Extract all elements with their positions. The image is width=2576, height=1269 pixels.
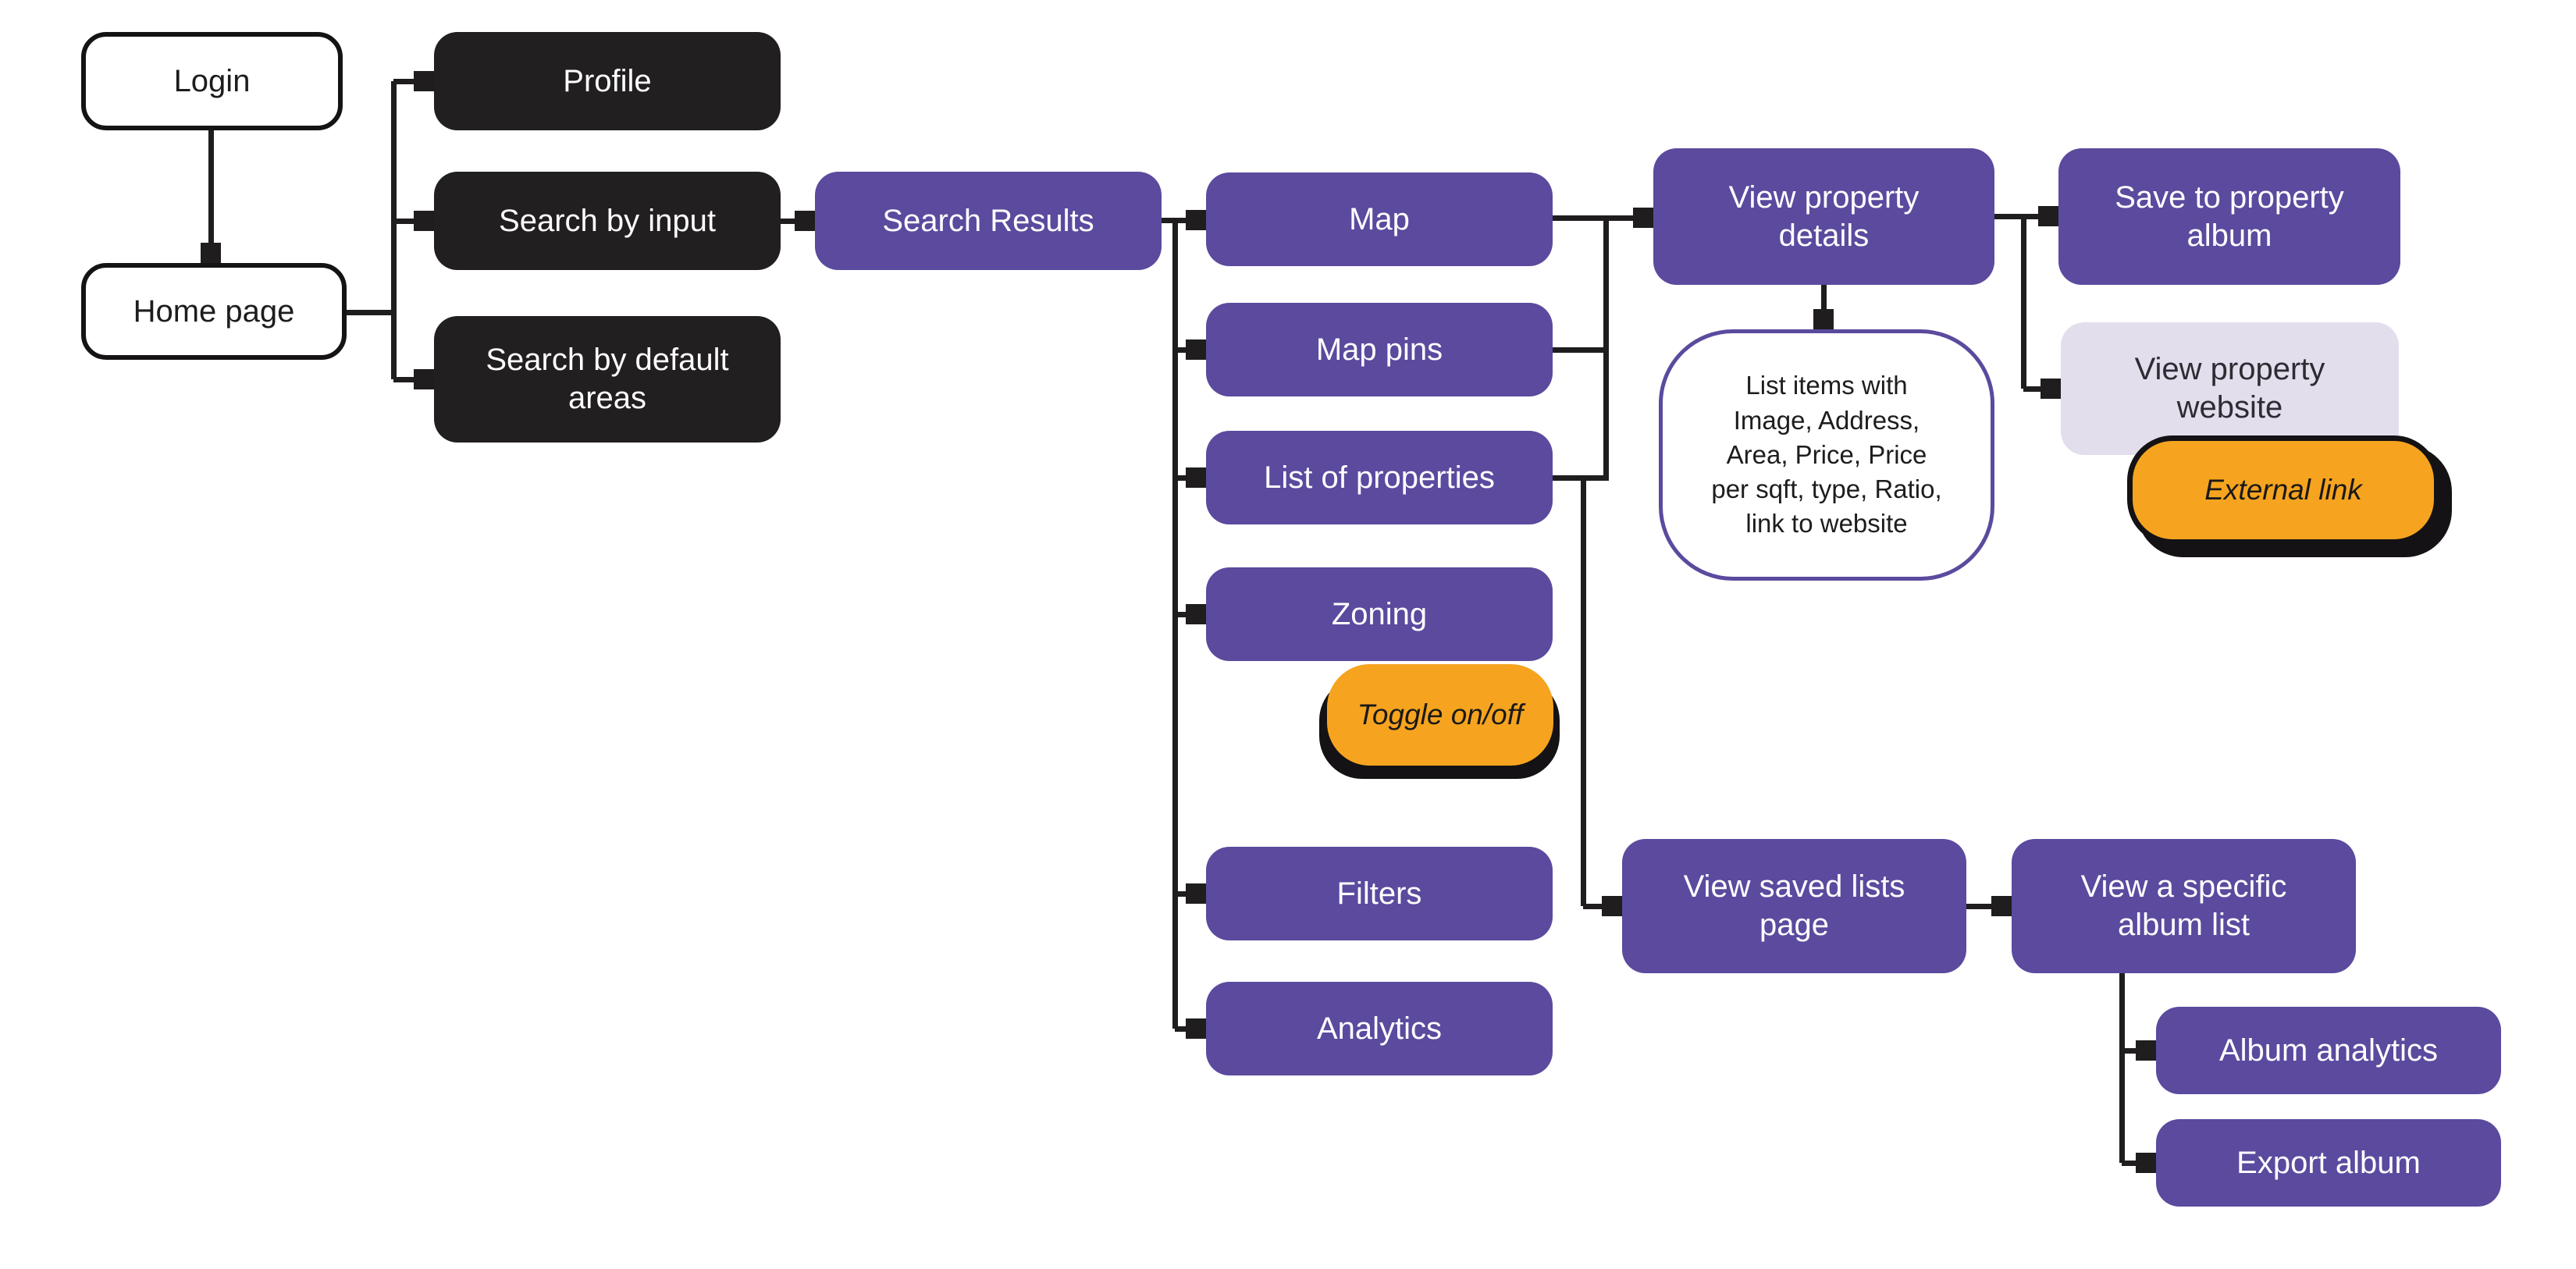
node-view-specific-album-list[interactable]: View a specific album list (2012, 839, 2356, 973)
node-search-by-default-areas[interactable]: Search by default areas (434, 316, 781, 443)
connector-login-home (208, 130, 214, 263)
arrowhead-home-icon (201, 243, 221, 263)
sticker-toggle-on-off[interactable]: Toggle on/off (1327, 664, 1553, 766)
arrowhead-list-icon (1186, 467, 1206, 488)
arrowhead-saved-lists-icon (1602, 896, 1622, 916)
connector-results-map (1162, 217, 1206, 223)
arrowhead-album-analytics-icon (2136, 1040, 2156, 1061)
node-map-pins[interactable]: Map pins (1206, 303, 1553, 396)
node-profile[interactable]: Profile (434, 32, 781, 130)
connector-mid-vertical-upper (1603, 218, 1609, 478)
node-search-results[interactable]: Search Results (815, 172, 1162, 270)
arrowhead-details-icon (1633, 208, 1653, 228)
connector-album-vertical (2119, 973, 2125, 1163)
connector-details-save (1994, 213, 2058, 219)
node-view-property-details[interactable]: View property details (1653, 148, 1994, 285)
arrowhead-website-icon (2041, 379, 2061, 399)
arrowhead-filters-icon (1186, 883, 1206, 904)
connector-mid-vertical-lower (1580, 478, 1586, 906)
arrowhead-map-pins-icon (1186, 339, 1206, 360)
arrowhead-map-icon (1186, 210, 1206, 230)
node-album-analytics[interactable]: Album analytics (2156, 1007, 2501, 1094)
arrowhead-profile-icon (414, 71, 434, 91)
node-zoning[interactable]: Zoning (1206, 567, 1553, 661)
node-login[interactable]: Login (81, 32, 343, 130)
connector-save-junction (2020, 216, 2026, 389)
arrowhead-export-album-icon (2136, 1153, 2156, 1173)
connector-branch2-vertical (1172, 220, 1178, 1029)
arrowhead-save-icon (2038, 206, 2058, 226)
node-view-property-website[interactable]: View property website (2061, 322, 2399, 455)
arrowhead-results-icon (795, 211, 815, 231)
node-export-album[interactable]: Export album (2156, 1119, 2501, 1207)
arrowhead-specific-album-icon (1991, 896, 2012, 916)
arrowhead-search-default-icon (414, 369, 434, 389)
connector-saved-specific (1966, 903, 2012, 909)
node-view-saved-lists-page[interactable]: View saved lists page (1622, 839, 1966, 973)
node-list-of-properties[interactable]: List of properties (1206, 431, 1553, 524)
node-home-page[interactable]: Home page (81, 263, 347, 360)
connector-branch1-vertical (390, 81, 397, 379)
sticker-external-link[interactable]: External link (2127, 435, 2439, 545)
connector-home-branch (347, 309, 393, 315)
connector-pins-mid (1553, 347, 1606, 353)
arrowhead-search-input-icon (414, 211, 434, 231)
connector-details-note (1820, 285, 1827, 329)
arrowhead-zoning-icon (1186, 604, 1206, 624)
arrowhead-analytics-icon (1186, 1018, 1206, 1039)
note-list-items[interactable]: List items with Image, Address, Area, Pr… (1659, 329, 1994, 581)
arrowhead-note-icon (1813, 309, 1834, 329)
node-save-to-property-album[interactable]: Save to property album (2058, 148, 2400, 285)
node-filters[interactable]: Filters (1206, 847, 1553, 940)
node-search-by-input[interactable]: Search by input (434, 172, 781, 270)
node-map[interactable]: Map (1206, 172, 1553, 266)
node-analytics[interactable]: Analytics (1206, 982, 1553, 1075)
